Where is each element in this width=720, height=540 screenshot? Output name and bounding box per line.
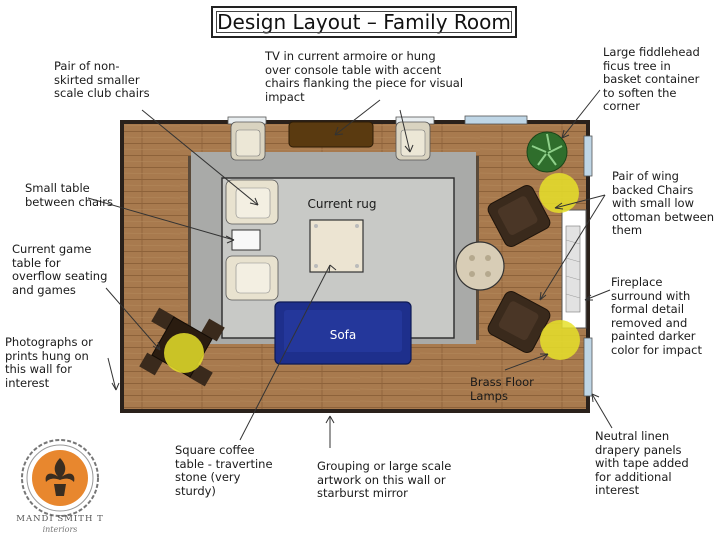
right-window-bottom bbox=[583, 337, 593, 397]
page-title: Design Layout – Family Room bbox=[211, 6, 517, 38]
page-title-text: Design Layout – Family Room bbox=[217, 10, 511, 34]
ficus-plant-icon bbox=[526, 131, 568, 173]
note-coffee-table: Square coffee table - travertine stone (… bbox=[175, 443, 273, 498]
coffee-table bbox=[309, 219, 364, 273]
small-side-table bbox=[231, 229, 261, 251]
note-lamps: Brass Floor Lamps bbox=[470, 375, 534, 403]
wing-chair-top bbox=[487, 185, 551, 247]
note-club-chairs: Pair of non- skirted smaller scale club … bbox=[54, 59, 150, 100]
note-photos: Photographs or prints hung on this wall … bbox=[5, 335, 93, 390]
fleur-de-lis-logo-icon bbox=[21, 439, 99, 517]
top-window-far bbox=[464, 115, 528, 125]
floor-lamp-bottom bbox=[540, 320, 580, 360]
note-drapery: Neutral linen drapery panels with tape a… bbox=[595, 429, 689, 497]
accent-chair-left bbox=[230, 121, 266, 161]
fireplace-surround bbox=[561, 209, 587, 329]
note-fireplace: Fireplace surround with formal detail re… bbox=[611, 275, 703, 357]
accent-chair-right bbox=[395, 121, 431, 161]
floor-lamp-top bbox=[539, 173, 579, 213]
logo-sub: interiors bbox=[42, 525, 78, 534]
wing-chair-bottom bbox=[487, 291, 551, 353]
note-artwork: Grouping or large scale artwork on this … bbox=[317, 459, 452, 500]
round-table bbox=[455, 241, 505, 291]
logo-name: MANDI SMITH T bbox=[16, 514, 104, 524]
rug-label: Current rug bbox=[307, 197, 376, 211]
floor-lamp-game-table bbox=[164, 333, 204, 373]
note-ficus: Large fiddlehead ficus tree in basket co… bbox=[603, 45, 700, 113]
note-tv: TV in current armoire or hung over conso… bbox=[265, 49, 464, 104]
sofa-label: Sofa bbox=[330, 328, 357, 342]
club-chair-top bbox=[225, 179, 279, 225]
rug-fringe-left bbox=[188, 156, 191, 340]
right-window-top bbox=[583, 135, 593, 177]
club-chair-bottom bbox=[225, 255, 279, 301]
sofa bbox=[274, 301, 412, 365]
note-game-table: Current game table for overflow seating … bbox=[12, 242, 108, 297]
armoire bbox=[288, 121, 374, 148]
annotation-lines bbox=[87, 89, 613, 448]
note-small-table: Small table between chairs bbox=[25, 181, 113, 209]
note-wing-chairs: Pair of wing backed Chairs with small lo… bbox=[612, 169, 715, 237]
